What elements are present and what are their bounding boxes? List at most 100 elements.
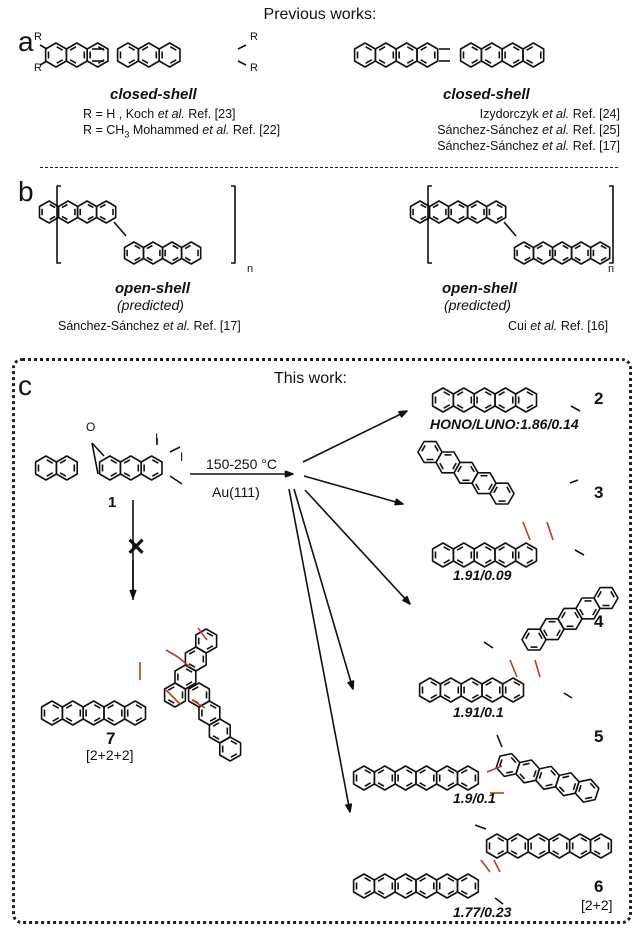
arrow-to-6-head — [345, 803, 353, 813]
double-bond — [538, 837, 546, 842]
double-bond — [456, 559, 464, 564]
bond — [503, 221, 517, 237]
double-bond — [497, 850, 505, 855]
double-bond — [484, 404, 492, 409]
double-bond — [99, 203, 106, 209]
double-bond — [498, 546, 505, 551]
substituent-r: R — [34, 31, 42, 43]
double-bond — [561, 611, 566, 619]
double-bond — [498, 559, 505, 564]
new-bond — [191, 699, 206, 709]
double-bond — [484, 546, 492, 551]
double-bond — [512, 59, 520, 64]
double-bond — [421, 444, 426, 452]
double-bond — [443, 546, 451, 551]
compound-5-label: 5 — [594, 727, 604, 746]
double-bond — [600, 256, 607, 262]
arrow-to-5-head — [347, 680, 355, 690]
double-bond — [493, 486, 498, 494]
double-bond — [185, 681, 193, 686]
double-bond — [439, 462, 444, 470]
double-bond — [405, 890, 413, 895]
double-bond — [212, 735, 220, 740]
double-bond — [419, 769, 426, 774]
double-bond — [128, 46, 136, 51]
double-bond — [552, 850, 559, 855]
double-bond — [365, 46, 373, 51]
double-bond — [59, 472, 67, 477]
repeat-unit-n: n — [247, 263, 254, 275]
double-bond — [110, 459, 118, 464]
double-bond — [419, 782, 426, 787]
bond — [569, 479, 579, 484]
open-shell-label: open-shell — [115, 280, 191, 297]
bond — [570, 405, 581, 412]
double-bond — [538, 632, 543, 640]
new-bond — [486, 765, 503, 773]
bond — [91, 442, 105, 457]
double-bond — [430, 681, 438, 686]
double-bond — [188, 663, 196, 668]
double-bond — [167, 686, 175, 691]
substrate-condition: Au(111) — [212, 484, 260, 500]
blocked-arrow-head — [129, 589, 137, 599]
compound-3-occupation: 1.91/0.09 — [453, 567, 512, 583]
double-bond — [457, 465, 462, 473]
double-bond — [447, 782, 455, 787]
this-work-title: This work: — [274, 370, 347, 387]
double-bond — [377, 890, 385, 895]
double-bond — [61, 203, 68, 209]
double-bond — [146, 244, 153, 250]
double-bond — [562, 775, 570, 779]
double-bond — [432, 203, 439, 209]
ring — [456, 873, 480, 899]
compound-6-cycloaddition: [2+2] — [581, 897, 613, 913]
double-bond — [452, 462, 457, 470]
double-bond — [377, 769, 385, 774]
double-bond — [533, 770, 537, 778]
bond — [574, 549, 585, 556]
arrow-to-2 — [302, 410, 408, 463]
double-bond — [52, 717, 60, 722]
double-bond — [526, 559, 534, 564]
double-bond — [447, 877, 455, 882]
double-bond — [364, 877, 372, 882]
ring — [86, 42, 109, 68]
new-bond — [165, 649, 179, 658]
double-bond — [498, 391, 505, 396]
reference-line: Sánchez-Sánchez et al. Ref. [25] — [437, 123, 620, 137]
double-bond — [184, 244, 191, 250]
open-shell-label: open-shell — [442, 280, 518, 297]
double-bond — [172, 256, 179, 262]
new-bond — [165, 689, 182, 706]
ring — [501, 677, 525, 703]
double-bond — [209, 704, 217, 709]
double-bond — [65, 717, 73, 722]
double-bond — [135, 717, 143, 722]
double-bond — [497, 837, 505, 842]
double-bond — [522, 762, 530, 766]
compound-2-occupation: HONO/LUNO:1.86/0.14 — [430, 416, 579, 432]
double-bond — [188, 650, 196, 655]
new-bond — [177, 656, 191, 668]
double-bond — [585, 796, 593, 800]
double-bond — [460, 769, 468, 774]
double-bond — [484, 46, 492, 51]
double-bond — [458, 215, 465, 221]
ring — [55, 455, 78, 481]
double-bond — [456, 404, 464, 409]
ring — [158, 42, 181, 68]
bond — [483, 641, 494, 649]
double-bond — [141, 59, 149, 64]
double-bond — [484, 559, 492, 564]
double-bond — [69, 46, 77, 51]
double-bond — [579, 608, 584, 616]
double-bond — [488, 483, 493, 491]
iodine-atom: I — [180, 450, 184, 464]
double-bond — [538, 771, 543, 780]
double-bond — [556, 629, 561, 637]
iodine-atom: I — [155, 431, 159, 445]
double-bond — [578, 784, 582, 792]
double-bond — [107, 717, 114, 722]
double-bond — [364, 890, 372, 895]
